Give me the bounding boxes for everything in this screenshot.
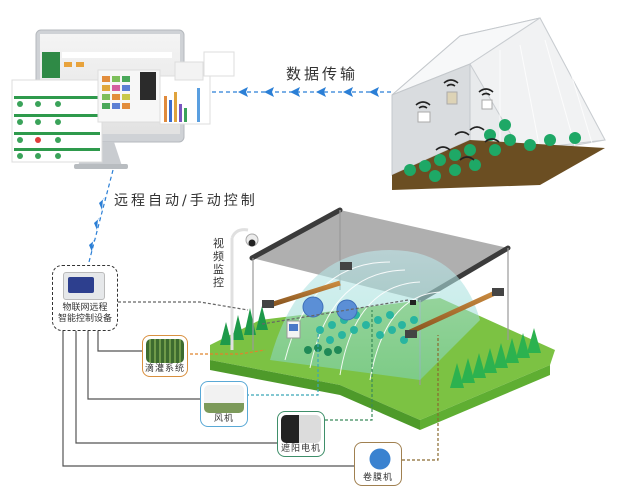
controller-screen bbox=[68, 277, 94, 293]
drip-irrigation-card[interactable]: 滴灌系统 bbox=[142, 335, 188, 377]
data-transmission-arrow bbox=[212, 87, 392, 97]
fan-image bbox=[204, 385, 244, 413]
fan-card[interactable]: 风机 bbox=[200, 381, 248, 427]
film-roller-image bbox=[358, 446, 398, 472]
monitor-illustration bbox=[11, 29, 235, 169]
shade-motor-label: 遮阳电机 bbox=[280, 444, 321, 454]
controller-label-line1: 物联网远程 bbox=[62, 303, 108, 313]
greenhouse-sensor-illustration bbox=[391, 17, 606, 190]
video-monitoring-char: 视 bbox=[213, 237, 224, 250]
video-monitoring-label: 视 频 监 控 bbox=[213, 237, 225, 289]
shade-motor-image bbox=[281, 415, 321, 443]
device-connections bbox=[118, 299, 439, 461]
controller-label: 物联网远程 智能控制设备 bbox=[53, 303, 117, 325]
data-transmission-label: 数据传输 bbox=[286, 65, 359, 83]
video-monitoring-char: 频 bbox=[213, 250, 224, 263]
main-greenhouse-illustration bbox=[210, 207, 555, 430]
film-roller-label: 卷膜机 bbox=[362, 473, 393, 483]
controller-wires bbox=[62, 330, 354, 467]
shade-motor-card[interactable]: 遮阳电机 bbox=[277, 411, 325, 457]
fan-label: 风机 bbox=[213, 414, 234, 424]
drip-irrigation-image bbox=[146, 339, 184, 363]
controller-body bbox=[63, 272, 105, 300]
remote-control-label: 远程自动/手动控制 bbox=[114, 193, 258, 209]
film-roller-card[interactable]: 卷膜机 bbox=[354, 442, 402, 486]
remote-control-arrow bbox=[88, 169, 114, 263]
video-monitoring-char: 控 bbox=[213, 276, 224, 289]
drip-irrigation-label: 滴灌系统 bbox=[144, 364, 185, 374]
iot-controller-device[interactable]: 物联网远程 智能控制设备 bbox=[52, 265, 118, 331]
video-monitoring-char: 监 bbox=[213, 263, 224, 276]
controller-label-line2: 智能控制设备 bbox=[57, 314, 112, 324]
